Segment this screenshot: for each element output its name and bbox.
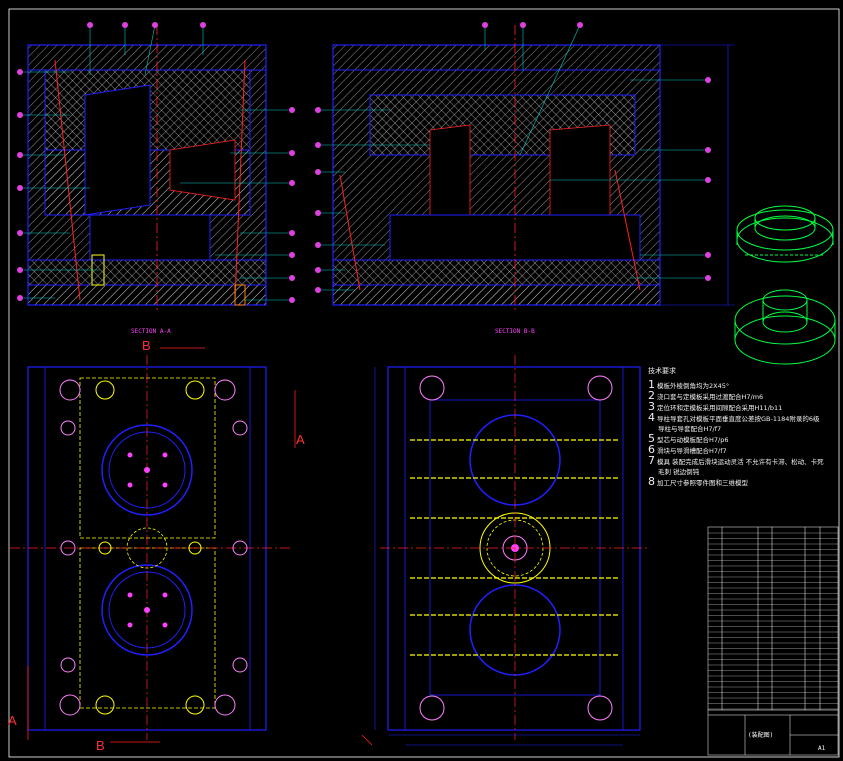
product-3d-view-top [736,205,834,263]
section-aa-view [27,25,267,310]
plan-view-right [361,355,650,746]
product-3d-view-bottom [734,289,836,365]
notes-title: 技术要求 [648,367,676,375]
note-number: 6 [648,443,655,456]
section-marker-b-top: B [142,338,151,353]
note-text: 导柱导套孔对模板平面垂直度公差按GB-1184附录的6级 [657,415,820,423]
callout-balloons [20,24,708,301]
parts-list-rows [708,532,838,710]
note-number: 7 [648,454,655,467]
section-marker-a-right: A [296,432,305,447]
balloon-markers [17,22,711,303]
note-text: 模板外棱倒角均为2X45° [657,382,730,390]
sheet-border [8,8,840,758]
note-text: 导柱与导套配合H7/f7 [658,425,722,433]
section-bb-title: SECTION B-B [495,328,535,335]
note-number: 2 [648,389,655,402]
note-number: 3 [648,400,655,413]
plan-view-left [10,347,296,743]
note-text: 型芯与动模板配合H7/p6 [657,436,729,444]
note-item: 毛刺 锐边倒钝 [648,467,833,477]
note-item: 导柱与导套配合H7/f7 [648,424,833,434]
section-aa-title: SECTION A-A [131,328,171,335]
note-text: 浇口套与定模板采用过渡配合H7/m6 [657,393,764,401]
note-number: 8 [648,475,655,488]
drawing-name: (装配图) [748,732,774,739]
note-text: 定位环和定模板采用间隙配合采用H11/b11 [657,404,783,412]
note-number: 5 [648,432,655,445]
note-number: 4 [648,411,655,424]
note-number: 1 [648,378,655,391]
section-marker-b-bottom: B [96,738,105,753]
section-marker-a-left: A [8,713,17,728]
note-text: 滑块与导滑槽配合H7/f7 [657,447,727,455]
sheet-size: A1 [818,745,826,752]
note-text: 加工尺寸参照零件图和三维模型 [657,479,748,487]
note-text: 模具 装配完成后滑块运动灵活 不允许有卡滞、松动、卡死 [657,458,824,466]
parts-list-table [707,526,839,756]
section-bb-view [332,25,735,310]
note-text: 毛刺 锐边倒钝 [658,468,700,476]
